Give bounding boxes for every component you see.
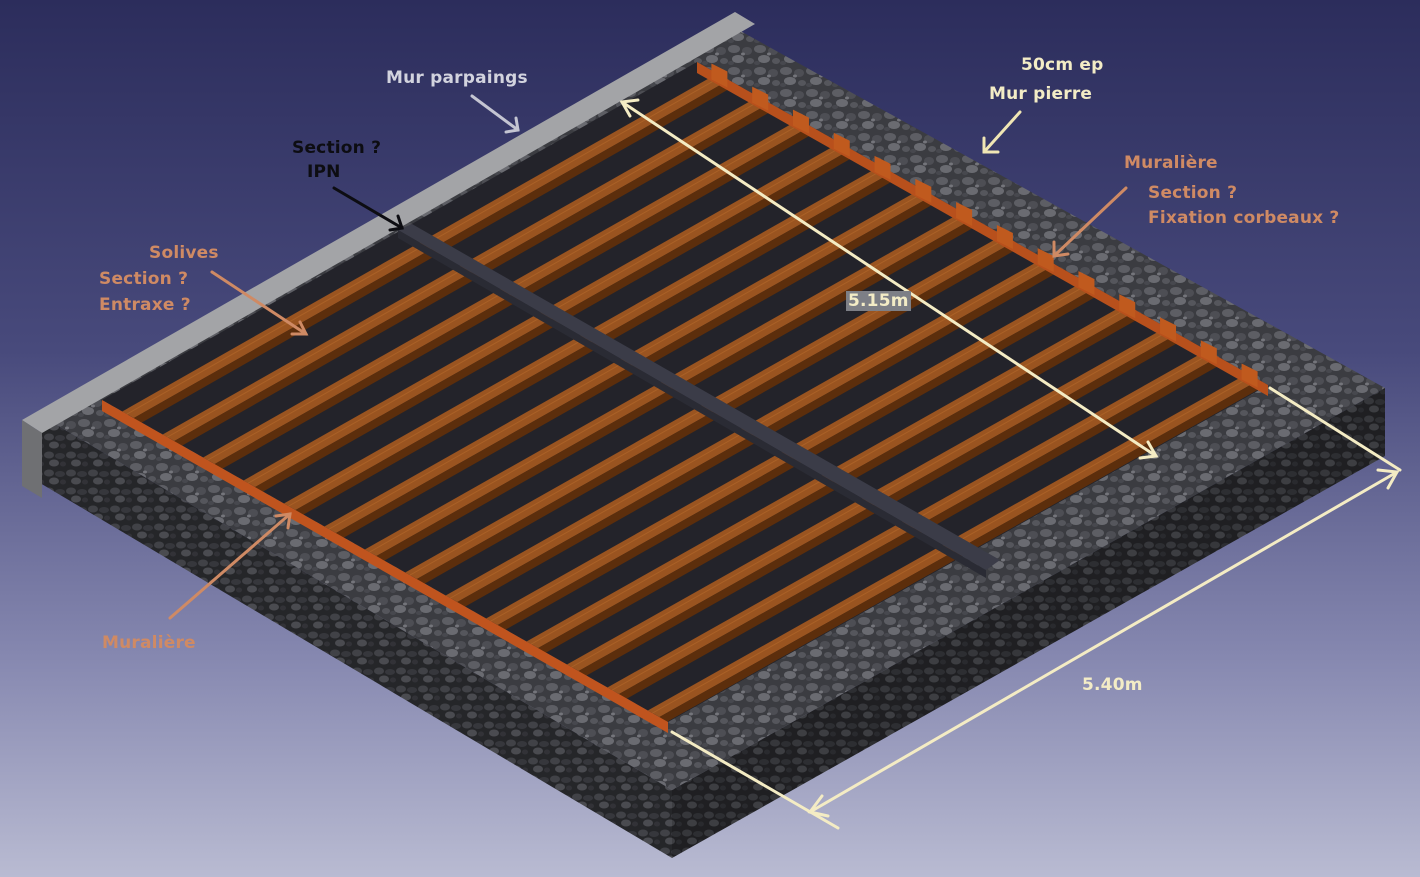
muraliere-joist-end bbox=[792, 109, 809, 134]
muraliere-joist-end bbox=[956, 201, 973, 226]
muraliere-joist-end bbox=[1078, 271, 1095, 296]
label-dimension-540: 5.40m bbox=[1082, 675, 1143, 695]
label-mur-pierre: Mur pierre bbox=[989, 84, 1093, 104]
label-epaisseur: 50cm ep bbox=[1021, 55, 1104, 75]
muraliere-joist-end bbox=[915, 178, 932, 203]
label-solives: Solives bbox=[149, 243, 219, 263]
dimension-5-40m bbox=[670, 386, 1402, 830]
block-wall-side bbox=[22, 420, 42, 498]
label-fixation-corbeaux: Fixation corbeaux ? bbox=[1148, 208, 1340, 228]
muraliere-joist-end bbox=[711, 63, 728, 88]
stone-wall-front-right bbox=[672, 388, 1385, 858]
dimension-5-15m bbox=[619, 98, 1159, 460]
label-mur-parpaings: Mur parpaings bbox=[386, 68, 528, 88]
stone-wall-front-left bbox=[40, 415, 672, 858]
block-wall-top bbox=[22, 12, 755, 433]
label-muraliere-section: Section ? bbox=[1148, 183, 1238, 203]
muraliere-joist-end bbox=[1160, 317, 1177, 342]
ipn-beam bbox=[398, 224, 1000, 570]
muraliere-joist-end bbox=[752, 86, 769, 111]
label-ipn: IPN bbox=[307, 162, 341, 182]
muraliere-joist-end bbox=[1241, 363, 1258, 388]
label-ipn-section: Section ? bbox=[292, 138, 382, 158]
muraliere-joist-end bbox=[1037, 248, 1054, 273]
label-solives-section: Section ? bbox=[99, 269, 189, 289]
label-dimension-515: 5.15m bbox=[846, 291, 911, 311]
muraliere-joist-end bbox=[1200, 340, 1217, 365]
arrow-ipn bbox=[332, 186, 404, 232]
label-muraliere-bottom: Muralière bbox=[102, 633, 196, 653]
arrow-solives bbox=[210, 270, 309, 336]
label-entraxe: Entraxe ? bbox=[99, 295, 191, 315]
muraliere-bottom bbox=[102, 400, 668, 733]
muraliere-joist-end bbox=[874, 155, 891, 180]
label-muraliere-top: Muralière bbox=[1124, 153, 1218, 173]
muraliere-joist-end bbox=[1119, 294, 1136, 319]
muraliere-joist-end bbox=[996, 225, 1013, 250]
arrow-mur-pierre bbox=[982, 110, 1022, 154]
muraliere-joist-ends bbox=[711, 63, 1258, 388]
muraliere-joist-end bbox=[833, 132, 850, 157]
arrow-muraliere-bottom bbox=[168, 512, 292, 620]
arrow-mur-parpaings bbox=[470, 94, 520, 134]
arrow-muraliere-top bbox=[1052, 186, 1128, 258]
